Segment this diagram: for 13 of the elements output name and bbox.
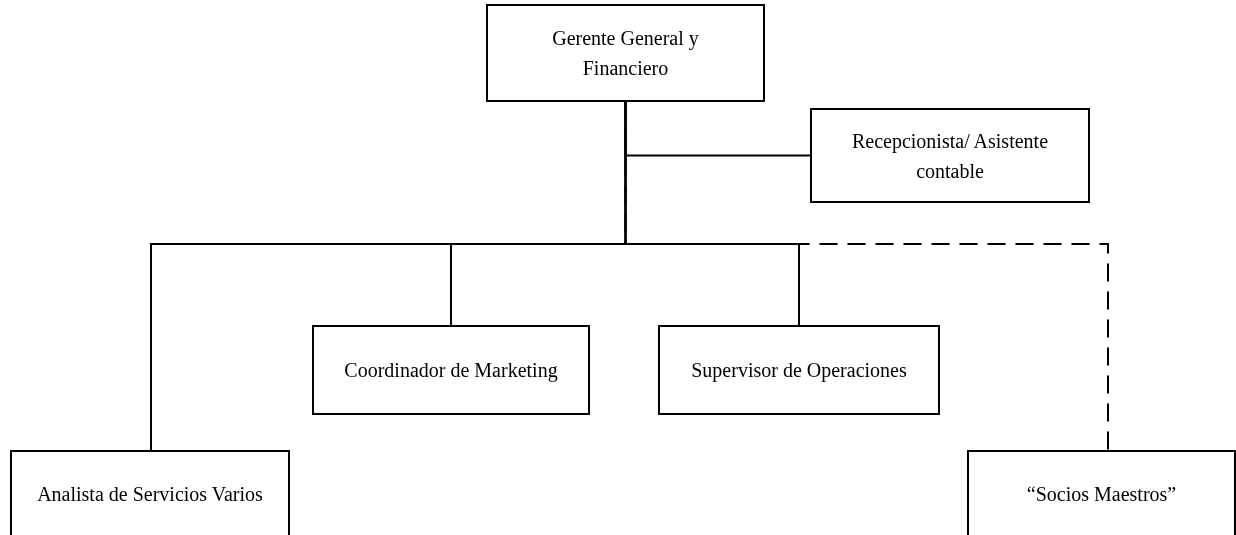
- position-box: [810, 108, 1090, 203]
- position-title: Recepcionista/ Asistente contable: [850, 128, 1050, 184]
- dashed-connector: [624, 101, 1109, 451]
- position-title: “Socios Maestros”: [1025, 481, 1178, 507]
- position-box: [658, 325, 940, 415]
- position-box: [10, 450, 290, 535]
- position-box: [967, 450, 1236, 535]
- position-title: Supervisor de Operaciones: [690, 358, 908, 384]
- position-box: [486, 4, 765, 102]
- position-box: [312, 325, 590, 415]
- position-title: Analista de Servicios Varios: [36, 481, 264, 507]
- position-title: Coordinador de Marketing: [343, 358, 559, 384]
- position-title: Gerente General y Financiero: [551, 26, 700, 81]
